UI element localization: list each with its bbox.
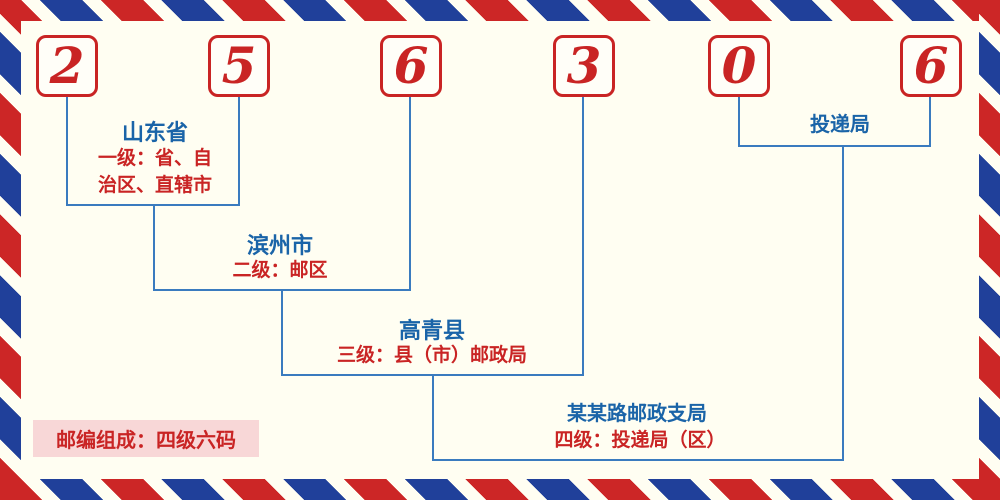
connector-delivery-right: [929, 97, 931, 147]
airmail-border-top: [0, 0, 1000, 21]
connector-level4-left: [432, 374, 434, 461]
postal-digit-1: 2: [49, 36, 85, 95]
level4-desc: 四级：投递局（区）: [554, 430, 726, 451]
level4-name: 某某路邮政支局: [567, 403, 707, 425]
level1-name: 山东省: [121, 120, 188, 145]
delivery-name: 投递局: [810, 114, 870, 136]
airmail-border-left: [0, 0, 21, 500]
connector-level2-left: [153, 204, 155, 291]
connector-delivery-bottom: [738, 145, 931, 147]
composition-note-text: 邮编组成：四级六码: [56, 430, 236, 452]
airmail-border-right: [979, 0, 1000, 500]
postal-digit-box-6: 6: [900, 35, 962, 97]
level1-desc: 一级：省、自 治区、直辖市: [80, 146, 230, 199]
connector-level1-right: [238, 97, 240, 206]
postal-digit-5: 0: [721, 36, 757, 95]
postal-digit-2: 5: [221, 36, 257, 95]
postal-digit-4: 3: [566, 36, 602, 95]
connector-level2-right: [409, 97, 411, 291]
postal-digit-box-4: 3: [553, 35, 615, 97]
postal-digit-6: 6: [913, 36, 949, 95]
connector-level4-bottom: [432, 459, 844, 461]
level3-desc: 三级：县（市）邮政局: [336, 345, 527, 366]
level2-desc: 二级：邮区: [232, 260, 328, 281]
airmail-border-bottom: [0, 479, 1000, 500]
level1-desc-line1: 一级：省、自: [97, 148, 212, 169]
postal-digit-box-1: 2: [36, 35, 98, 97]
postal-digit-3: 6: [393, 36, 429, 95]
level2-name: 滨州市: [246, 233, 313, 258]
level3-name: 高青县: [398, 318, 465, 343]
composition-note: 邮编组成：四级六码: [33, 420, 259, 457]
level1-desc-line2: 治区、直辖市: [97, 174, 212, 196]
postal-digit-box-3: 6: [380, 35, 442, 97]
connector-delivery-left: [738, 97, 740, 147]
connector-level3-right: [582, 97, 584, 376]
connector-level3-left: [281, 289, 283, 376]
postal-digit-box-5: 0: [708, 35, 770, 97]
postal-digit-box-2: 5: [208, 35, 270, 97]
connector-level4-right: [842, 145, 844, 461]
connector-level1-left: [66, 97, 68, 206]
